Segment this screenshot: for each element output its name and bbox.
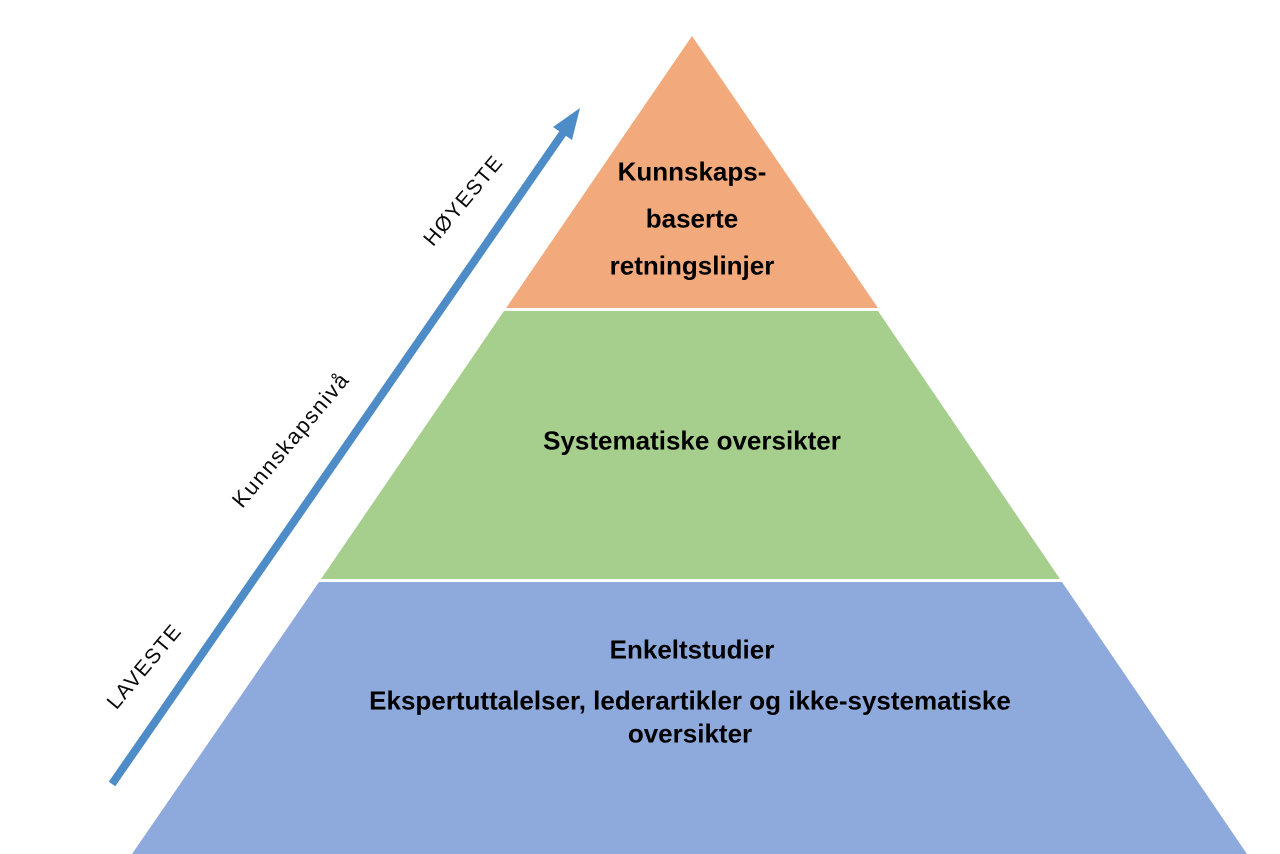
knowledge-level-arrow-shaft xyxy=(108,130,567,787)
tier-bottom-label-line-3: oversikter xyxy=(627,718,753,749)
tier-bottom-label-line-2: Ekspertuttalelser, lederartikler og ikke… xyxy=(369,685,1011,716)
pyramid-tier-top-shape xyxy=(506,36,878,308)
tier-top-label-line-3: retningslinjer xyxy=(609,250,775,281)
tier-top-label-line-1: Kunnskaps- xyxy=(617,156,767,187)
knowledge-level-arrowhead-icon xyxy=(553,108,580,140)
tier-middle-label: Systematiske oversikter xyxy=(543,425,841,456)
pyramid-tier-bottom-shape xyxy=(132,582,1247,854)
tier-top-label-line-2: baserte xyxy=(645,203,739,234)
tier-bottom-label-line-1: Enkeltstudier xyxy=(609,634,775,665)
pyramid-tier-middle-shape xyxy=(321,311,1060,579)
